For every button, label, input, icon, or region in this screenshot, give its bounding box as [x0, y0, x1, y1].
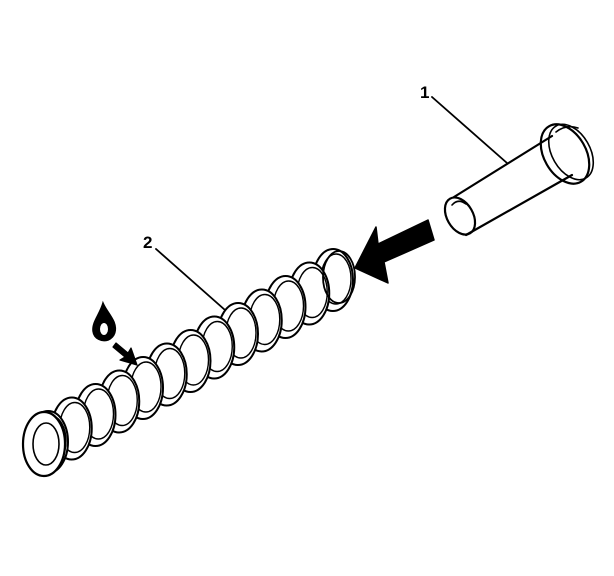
oil-drop-highlight	[100, 323, 108, 335]
callout-label-1: 1	[420, 83, 429, 102]
leader-line-2	[155, 248, 226, 311]
sleeve	[443, 123, 595, 237]
lubricate-point-arrow-icon	[112, 342, 138, 366]
callout-2: 2	[143, 233, 226, 311]
oil-drop-icon	[92, 300, 117, 342]
coil-spring	[21, 248, 356, 478]
spring-rear-end	[322, 250, 356, 304]
leader-line-1	[431, 96, 508, 164]
spring-front-bore	[32, 422, 60, 466]
callout-label-2: 2	[143, 233, 152, 252]
callout-1: 1	[420, 83, 508, 164]
install-direction-arrow-icon	[354, 219, 435, 284]
